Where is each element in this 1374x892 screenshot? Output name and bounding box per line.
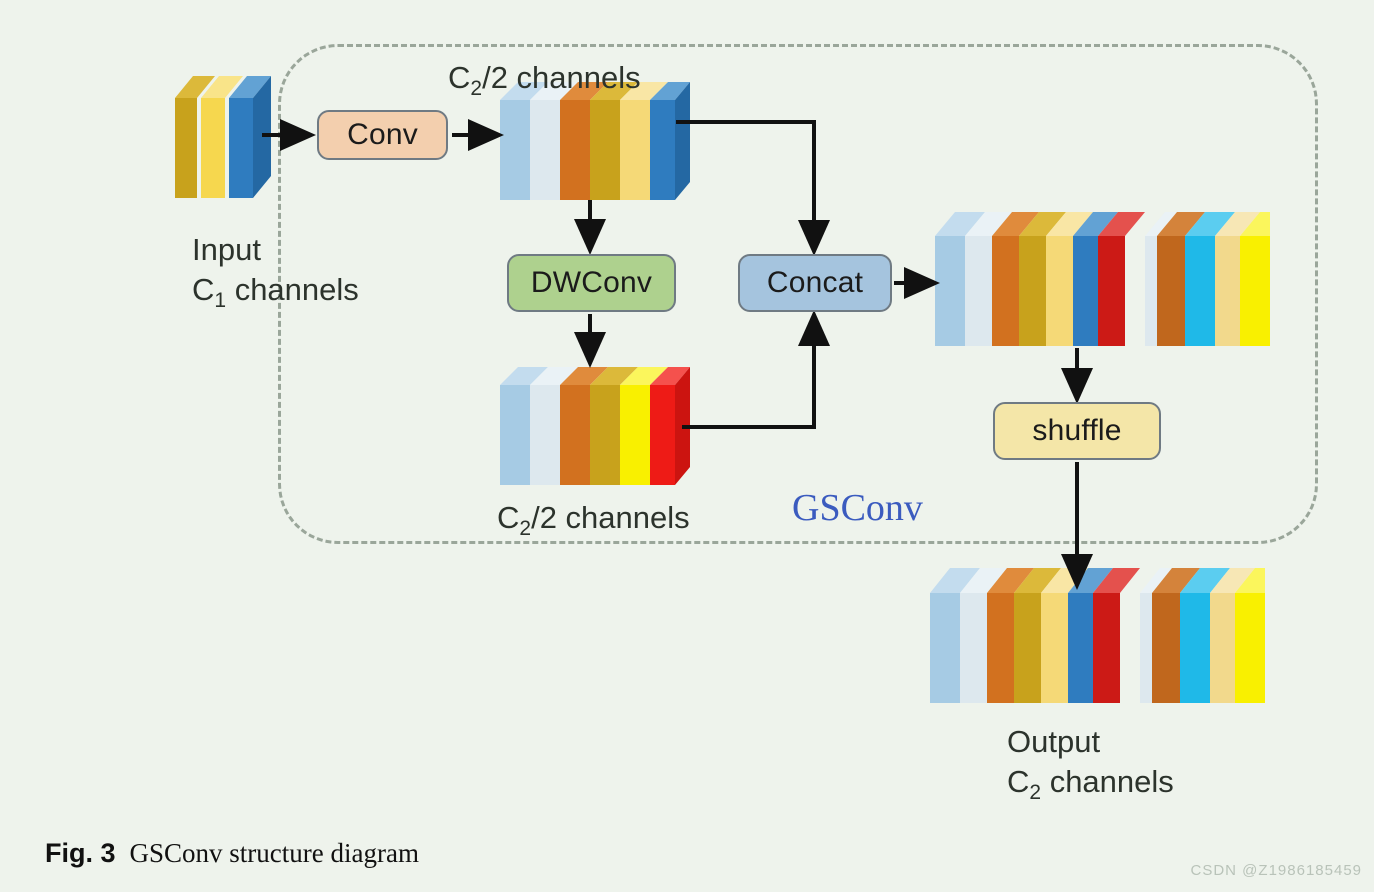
gsconv-group-boundary [278, 44, 1318, 544]
diagram-canvas: Conv DWConv Concat shuffle C2/2 channels… [175, 44, 1318, 813]
figure-caption-text: GSConv structure diagram [129, 838, 419, 868]
output-label-line1: Output [1007, 724, 1101, 759]
input-tensor [175, 70, 271, 200]
figure-number: Fig. 3 [45, 838, 116, 868]
dwconv-output-tensor [500, 365, 690, 490]
c2-suffix-b: /2 channels [531, 500, 690, 535]
conv-box-label: Conv [347, 118, 418, 151]
concat-output-tensor [935, 208, 1270, 353]
concat-box-label: Concat [766, 266, 864, 299]
dwconv-box-label: DWConv [530, 266, 653, 299]
c1-suffix: channels [226, 272, 359, 307]
c2-out-subscript: 2 [1029, 781, 1042, 805]
input-label-line1: Input [192, 232, 261, 267]
shuffle-box-label: shuffle [1032, 414, 1122, 447]
concat-box[interactable]: Concat [738, 254, 892, 312]
conv-output-tensor [500, 80, 690, 205]
c2-subscript-b: 2 [519, 517, 532, 541]
c2-out-suffix: channels [1041, 764, 1174, 799]
dwconv-box[interactable]: DWConv [507, 254, 676, 312]
c2-out-symbol: C [1007, 764, 1030, 799]
c2-subscript: 2 [470, 77, 483, 101]
shuffle-box[interactable]: shuffle [993, 402, 1161, 460]
c2-symbol: C [448, 60, 471, 95]
output-tensor [930, 563, 1265, 713]
dwconv-output-channels-label: C2/2 channels [497, 498, 690, 549]
watermark: CSDN @Z1986185459 [1190, 862, 1362, 879]
conv-output-channels-label: C2/2 channels [448, 58, 641, 109]
figure-caption: Fig. 3 GSConv structure diagram [45, 838, 419, 869]
c2-suffix: /2 channels [482, 60, 641, 95]
c1-symbol: C [192, 272, 215, 307]
c1-subscript: 1 [214, 289, 227, 313]
gsconv-group-label: GSConv [792, 487, 923, 529]
c2-symbol-b: C [497, 500, 520, 535]
conv-box[interactable]: Conv [317, 110, 448, 160]
